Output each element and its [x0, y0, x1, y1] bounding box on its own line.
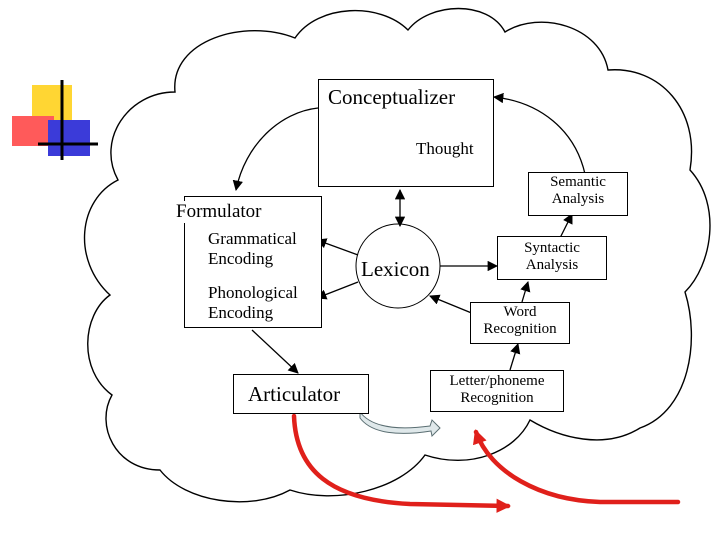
speech-block-arrow	[359, 410, 441, 438]
word-line-1: Word	[503, 304, 537, 320]
arrow-letter-to-word	[509, 343, 521, 371]
grammatical-line-1: Grammatical	[208, 229, 297, 248]
conceptualizer-box	[318, 79, 494, 187]
arrow-syntactic-to-semantic	[559, 213, 573, 239]
red-arrow-return-up	[473, 429, 681, 505]
phonological-encoding-label: Phonological Encoding	[208, 283, 298, 324]
letter-line-1: Letter/phoneme	[449, 373, 545, 389]
lexicon-label: Lexicon	[361, 257, 430, 281]
arrow-word-to-syntactic	[520, 281, 531, 303]
word-recognition-label: Word Recognition	[470, 304, 570, 339]
syntactic-line-1: Syntactic	[524, 240, 580, 256]
semantic-line-2: Analysis	[551, 191, 605, 208]
word-line-2: Recognition	[483, 321, 557, 338]
arrow-grammatical-lexicon	[316, 238, 359, 256]
phonological-line-2: Encoding	[208, 303, 274, 323]
arrow-semantic-to-conceptualizer	[492, 92, 586, 175]
arrow-phonological-lexicon	[316, 281, 359, 300]
phonological-line-1: Phonological	[208, 283, 298, 302]
semantic-analysis-box	[528, 172, 628, 216]
arrow-conceptualizer-to-formulator	[232, 107, 319, 192]
syntactic-analysis-label: Syntactic Analysis	[497, 240, 607, 275]
feedback-arrows	[291, 413, 681, 513]
formulator-label: Formulator	[174, 201, 264, 223]
conceptualizer-label: Conceptualizer	[328, 85, 456, 109]
articulator-box	[233, 374, 369, 414]
red-arrow-articulator-down	[291, 413, 511, 513]
articulator-label: Articulator	[248, 382, 341, 406]
letter-phoneme-recognition-label: Letter/phoneme Recognition	[430, 373, 564, 408]
arrow-formulator-to-articulator	[251, 329, 299, 374]
syntactic-analysis-box	[497, 236, 607, 280]
grammatical-line-2: Encoding	[208, 249, 274, 269]
thought-label: Thought	[416, 139, 474, 158]
word-recognition-box	[470, 302, 570, 344]
letter-phoneme-recognition-box	[430, 370, 564, 412]
arrow-lexicon-word	[429, 294, 475, 315]
flow-arrows	[232, 92, 586, 374]
semantic-line-1: Semantic	[550, 174, 606, 190]
corner-logo	[12, 80, 98, 160]
grammatical-encoding-label: Grammatical Encoding	[208, 229, 297, 270]
syntactic-line-2: Analysis	[525, 257, 579, 274]
letter-line-2: Recognition	[460, 390, 534, 407]
semantic-analysis-label: Semantic Analysis	[528, 174, 628, 209]
